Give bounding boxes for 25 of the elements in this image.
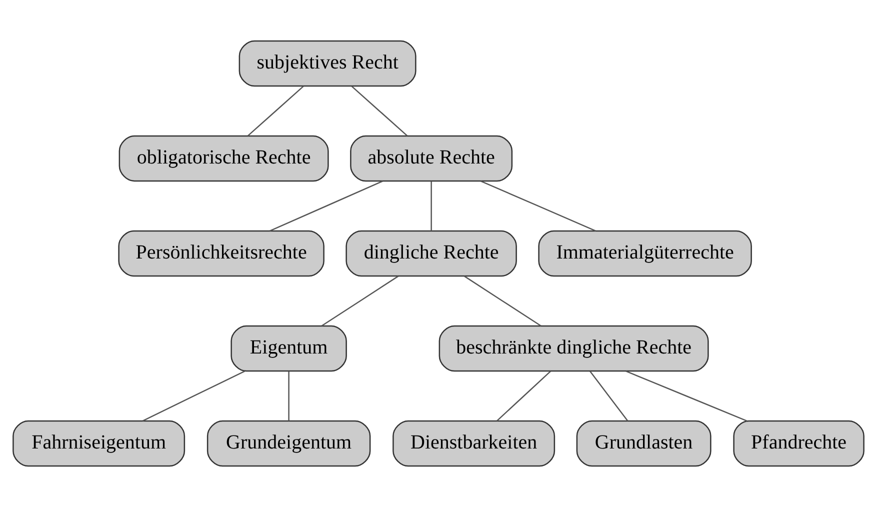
node-box: Persönlichkeitsrechte	[118, 230, 324, 276]
connector	[430, 180, 432, 230]
connector	[288, 370, 290, 420]
node-box: Eigentum	[230, 324, 347, 372]
node-box: Fahrniseigentum	[12, 420, 186, 466]
node-box: absolute Rechte	[350, 134, 513, 182]
connector	[247, 85, 304, 136]
node-box: Dienstbarkeiten	[392, 420, 556, 466]
node-box: Grundeigentum	[206, 420, 371, 466]
node-box: Pfandrechte	[733, 420, 864, 466]
node-box: obligatorische Rechte	[118, 134, 329, 182]
connector	[480, 180, 596, 231]
connector	[496, 370, 552, 421]
node-box: dingliche Rechte	[346, 230, 517, 276]
node-box: beschränkte dingliche Rechte	[438, 324, 709, 372]
node-box: Immaterialgüterrechte	[538, 230, 752, 276]
connector	[351, 85, 408, 136]
connector	[142, 370, 246, 421]
node-box: subjektives Recht	[238, 40, 416, 86]
node-box: Grundlasten	[576, 420, 712, 466]
connector	[321, 275, 399, 326]
connector	[270, 180, 383, 231]
connector	[626, 370, 748, 421]
connector	[464, 275, 542, 326]
connector	[590, 370, 628, 421]
